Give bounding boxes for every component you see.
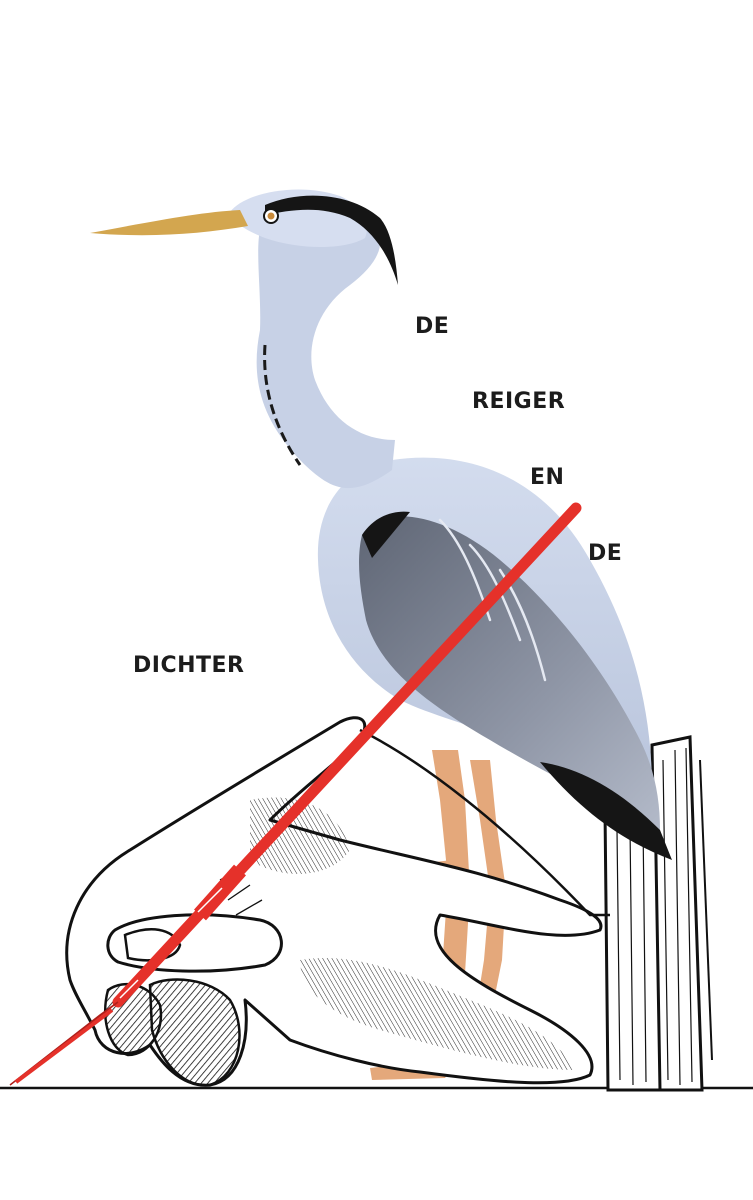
title-word-en: EN — [530, 465, 565, 490]
title-word-de: DE — [415, 314, 450, 339]
red-pen — [9, 502, 582, 1086]
title-word-reiger: REIGER — [472, 389, 566, 414]
title-word-de-second: DE — [588, 541, 623, 566]
title-word-dichter: DICHTER — [133, 653, 245, 678]
hand-with-pen-illustration — [65, 716, 610, 1087]
